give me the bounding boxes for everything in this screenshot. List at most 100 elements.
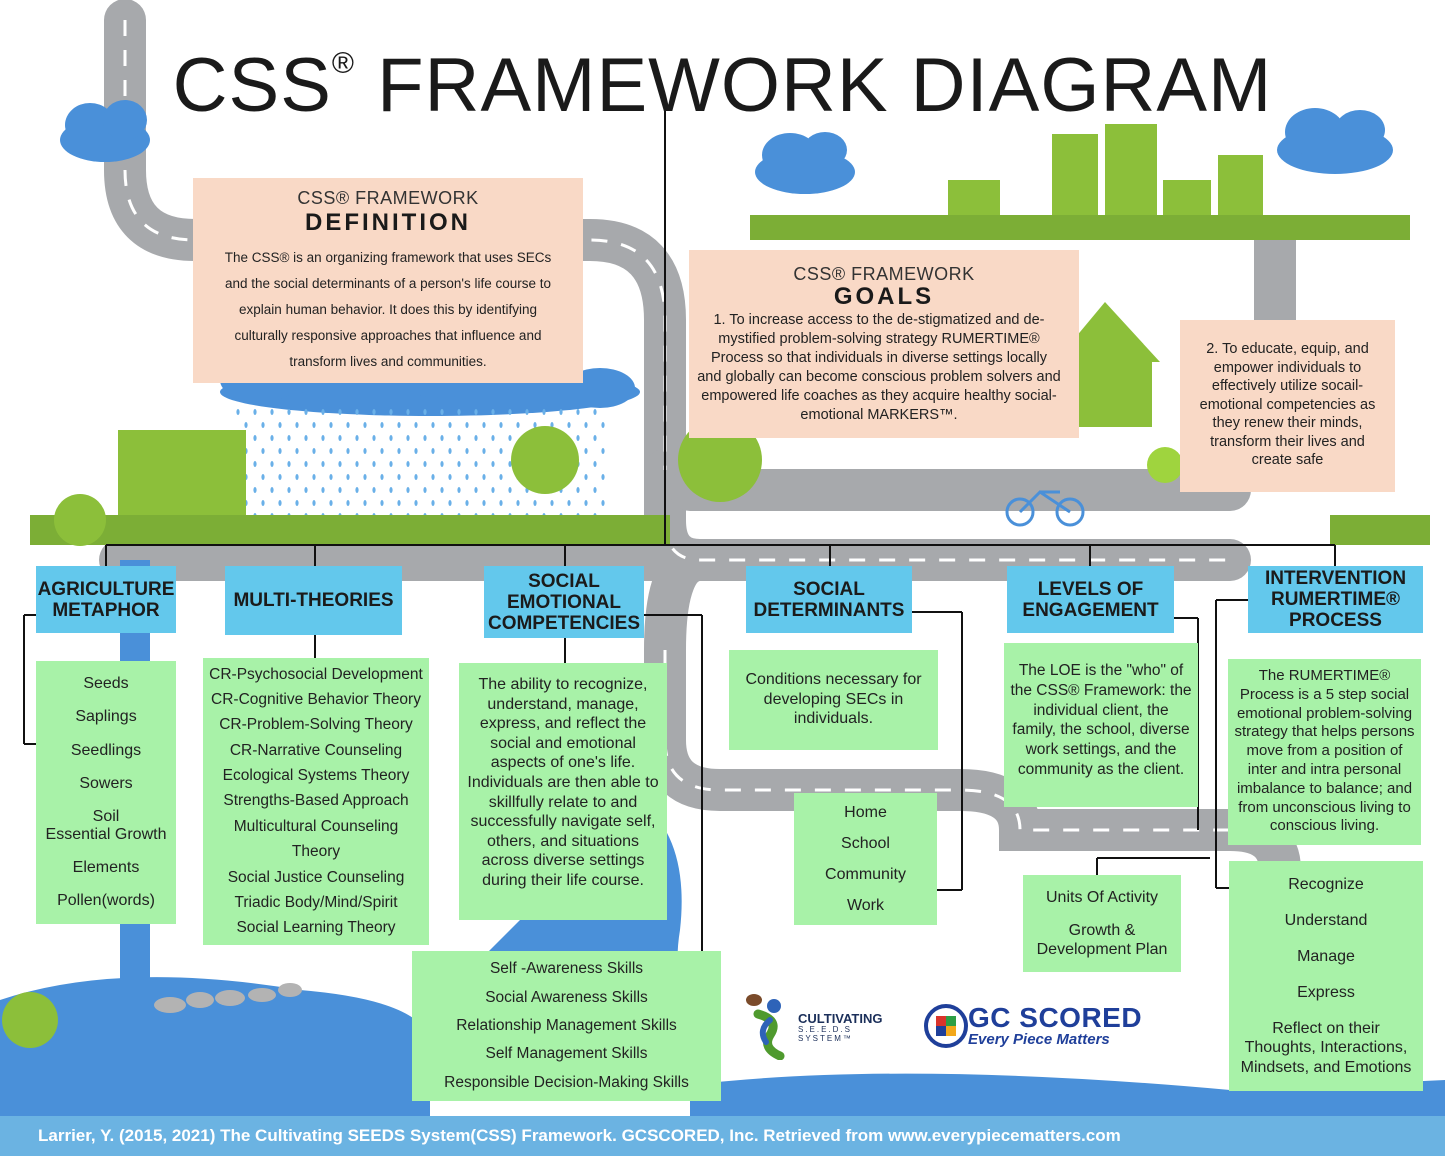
rain-drop: [491, 461, 495, 467]
rain-drop: [457, 435, 461, 441]
rain-drop: [321, 409, 325, 415]
rain-drop: [601, 422, 605, 428]
list-item: School: [841, 834, 890, 852]
rain-drop: [278, 448, 282, 454]
list-item: Relationship Management Skills: [456, 1016, 677, 1034]
logo-seeds-text: S.E.E.D.S: [798, 1025, 853, 1034]
definition-subtitle: CSS® FRAMEWORK: [297, 188, 479, 208]
list-item: Pollen(words): [57, 892, 155, 910]
rain-drop: [295, 448, 299, 454]
rain-drop: [593, 435, 597, 441]
rain-drop: [244, 422, 248, 428]
rain-drop: [406, 487, 410, 493]
rain-drop: [312, 500, 316, 506]
rain-drop: [380, 500, 384, 506]
rain-drop: [567, 500, 571, 506]
rain-drop: [448, 422, 452, 428]
list-item: Seedlings: [70, 741, 142, 759]
list-item: Social Learning Theory: [236, 919, 396, 937]
goal-1-text: 1. To increase access to the de-stigmati…: [697, 312, 1061, 423]
list-item: Sowers: [79, 775, 133, 793]
list-item: Multicultural Counseling: [233, 817, 399, 835]
header-agriculture-metaphor: AGRICULTURE METAPHOR: [36, 566, 176, 633]
rain-drop: [278, 500, 282, 506]
rain-drop: [346, 422, 350, 428]
rain-drop: [253, 409, 257, 415]
rain-drop: [380, 422, 384, 428]
rain-drop: [474, 487, 478, 493]
citation-footer: Larrier, Y. (2015, 2021) The Cultivating…: [0, 1116, 1445, 1156]
logo-system-text: SYSTEM™: [798, 1034, 853, 1043]
rain-drop: [448, 474, 452, 480]
rain-drop: [321, 461, 325, 467]
theories-list: CR-Psychosocial Development CR-Cognitive…: [203, 658, 429, 945]
rain-drop: [261, 474, 265, 480]
rain-drop: [397, 500, 401, 506]
list-item: CR-Psychosocial Development: [209, 665, 423, 683]
definition-card: CSS® FRAMEWORK DEFINITION The CSS® is an…: [193, 178, 583, 383]
rain-drop: [261, 448, 265, 454]
rain-drop: [584, 448, 588, 454]
rain-drop: [542, 409, 546, 415]
rain-drop: [312, 422, 316, 428]
rain-drop: [270, 435, 274, 441]
rain-drop: [474, 461, 478, 467]
rain-drop: [593, 487, 597, 493]
list-item: Growth & Development Plan: [1036, 922, 1168, 958]
rain-drop: [363, 422, 367, 428]
rain-drop: [440, 487, 444, 493]
rain-drop: [295, 474, 299, 480]
rain-drop: [355, 461, 359, 467]
rain-drop: [516, 422, 520, 428]
rain-drop: [559, 409, 563, 415]
rain-drop: [389, 435, 393, 441]
rain-drop: [397, 448, 401, 454]
rain-drop: [355, 435, 359, 441]
rain-drop: [397, 422, 401, 428]
rain-drop: [440, 435, 444, 441]
rain-drop: [236, 409, 240, 415]
rain-drop: [499, 474, 503, 480]
puzzle-globe-icon: [924, 1004, 968, 1048]
rain-drop: [533, 422, 537, 428]
rain-drop: [321, 487, 325, 493]
lake: [0, 977, 430, 1116]
rain-drop: [584, 500, 588, 506]
rain-drop: [329, 448, 333, 454]
rain-drop: [372, 487, 376, 493]
header-social-emotional-competencies: SOCIAL EMOTIONAL COMPETENCIES: [484, 566, 644, 638]
rain-drop: [550, 422, 554, 428]
rain-drop: [414, 500, 418, 506]
rain-drop: [448, 500, 452, 506]
definition-text: The CSS® is an organizing framework that…: [224, 250, 552, 369]
rain-drop: [584, 422, 588, 428]
rain-drop: [457, 461, 461, 467]
rain-drop: [593, 409, 597, 415]
rain-drop: [329, 500, 333, 506]
rain-drop: [338, 461, 342, 467]
rain-drop: [278, 422, 282, 428]
rain-drop: [457, 409, 461, 415]
list-item: Theory: [291, 843, 341, 861]
list-item: Self Management Skills: [485, 1045, 648, 1063]
list-item: Social Awareness Skills: [485, 988, 648, 1006]
rain-drop: [380, 448, 384, 454]
rain-drop: [593, 461, 597, 467]
list-item: Manage: [1297, 947, 1355, 965]
list-item: Work: [846, 896, 885, 914]
rain-drop: [295, 422, 299, 428]
loe-description: The LOE is the "who" of the CSS® Framewo…: [1004, 643, 1198, 807]
rain-drop: [584, 474, 588, 480]
rain-drop: [601, 448, 605, 454]
rain-drop: [491, 409, 495, 415]
rain-drop: [406, 409, 410, 415]
list-item: Home: [844, 803, 887, 821]
rain-drop: [304, 487, 308, 493]
rain-drop: [550, 500, 554, 506]
header-levels-of-engagement: LEVELS OF ENGAGEMENT: [1007, 566, 1174, 633]
rain-drop: [601, 474, 605, 480]
